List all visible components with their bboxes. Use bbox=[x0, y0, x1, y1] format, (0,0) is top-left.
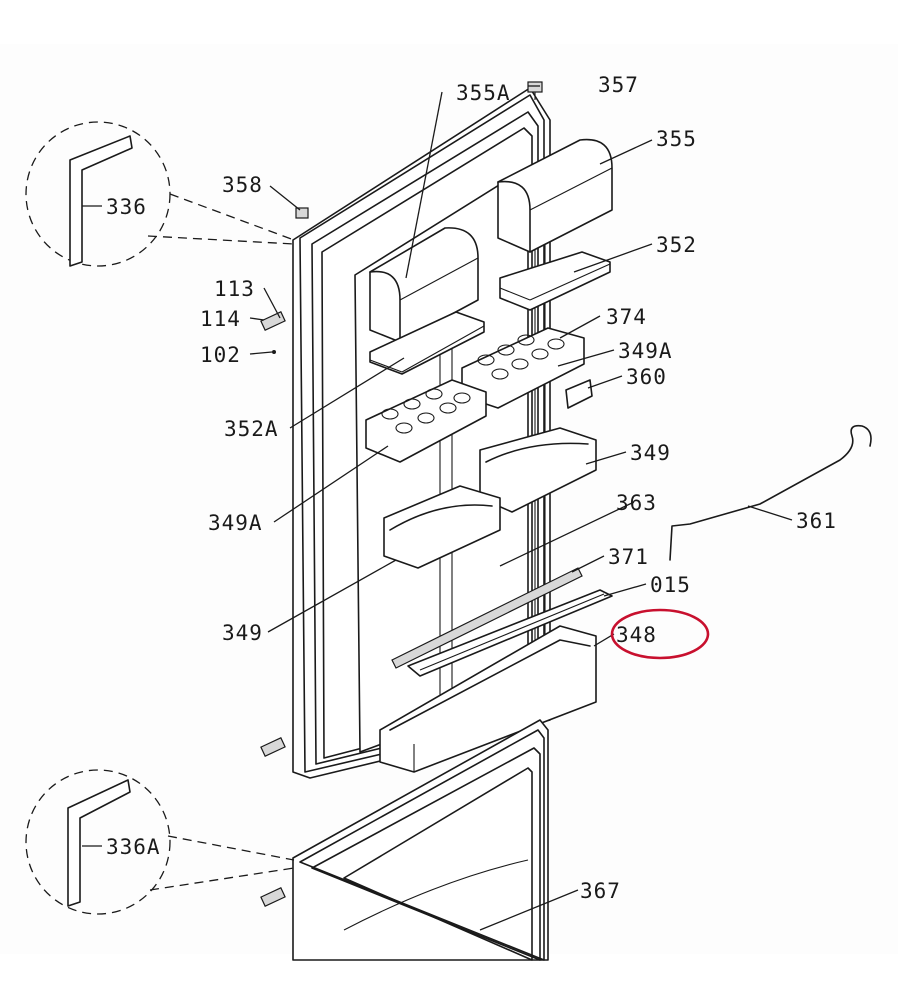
shelf-352a bbox=[369, 311, 485, 375]
label-349-right: 349 bbox=[630, 441, 671, 465]
highlight-ellipse-348 bbox=[610, 608, 710, 660]
label-363: 363 bbox=[616, 491, 657, 515]
label-360: 360 bbox=[626, 365, 667, 389]
lower-door bbox=[260, 719, 549, 961]
label-367: 367 bbox=[580, 879, 621, 903]
label-352: 352 bbox=[656, 233, 697, 257]
part-361-wire bbox=[669, 424, 872, 561]
label-358: 358 bbox=[222, 173, 263, 197]
label-336a: 336A bbox=[106, 835, 161, 859]
label-349a-right: 349A bbox=[618, 339, 673, 363]
detail-circle-336 bbox=[25, 121, 295, 267]
hinge-pins-upper bbox=[260, 311, 286, 757]
label-113: 113 bbox=[214, 277, 255, 301]
egg-tray-349a bbox=[365, 379, 487, 463]
part-371-rod bbox=[391, 567, 583, 669]
butter-compartment-355 bbox=[497, 138, 613, 253]
label-361: 361 bbox=[796, 509, 837, 533]
label-355a: 355A bbox=[456, 81, 511, 105]
leader-lines bbox=[82, 85, 793, 931]
label-349-left: 349 bbox=[222, 621, 263, 645]
label-349a-left: 349A bbox=[208, 511, 263, 535]
label-015: 015 bbox=[650, 573, 691, 597]
part-015-grille bbox=[407, 589, 613, 677]
label-102: 102 bbox=[200, 343, 241, 367]
label-355: 355 bbox=[656, 127, 697, 151]
callout-labels: 355A 357 355 358 336 352 113 114 102 374… bbox=[106, 73, 837, 903]
label-114: 114 bbox=[200, 307, 241, 331]
label-374: 374 bbox=[606, 305, 647, 329]
label-336: 336 bbox=[106, 195, 147, 219]
door-bin-349-left bbox=[383, 485, 501, 569]
shelf-352 bbox=[499, 251, 611, 311]
part-360-rail bbox=[565, 379, 593, 409]
label-352a: 352A bbox=[224, 417, 279, 441]
label-357: 357 bbox=[598, 73, 639, 97]
label-348: 348 bbox=[616, 623, 657, 647]
bottle-bin-348 bbox=[379, 625, 597, 773]
detail-circle-336a bbox=[25, 769, 295, 915]
label-371: 371 bbox=[608, 545, 649, 569]
part-358-cushion bbox=[295, 207, 309, 219]
